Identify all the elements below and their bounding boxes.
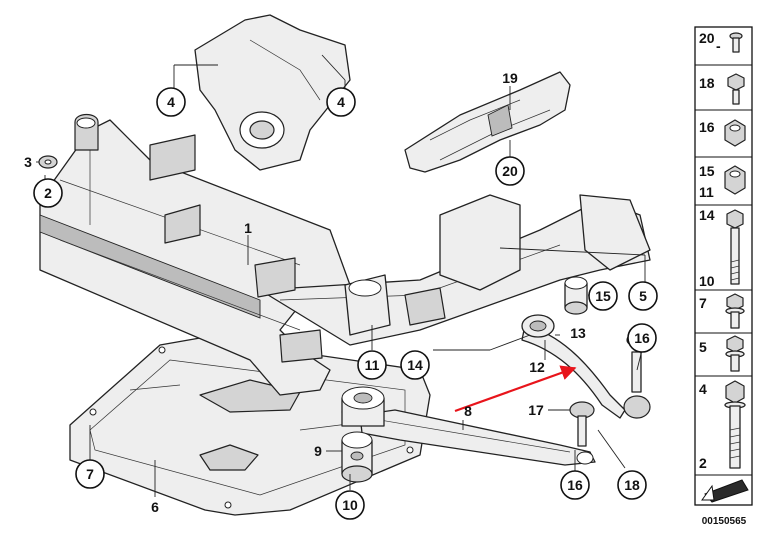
- legend-label-14[interactable]: 14: [699, 207, 715, 223]
- legend-label-4[interactable]: 4: [699, 381, 707, 397]
- label-19[interactable]: 19: [502, 70, 518, 86]
- fastener-legend: 20 - 18 16 15 11 14 10: [694, 26, 753, 506]
- flange-nut-icon: [727, 73, 745, 105]
- legend-label-10[interactable]: 10: [699, 273, 715, 289]
- callout-16-top[interactable]: 16: [627, 323, 657, 353]
- clip-icon: [729, 32, 743, 53]
- svg-text:20: 20: [502, 163, 518, 179]
- svg-text:14: 14: [407, 357, 423, 373]
- control-arm-8: [341, 386, 596, 483]
- legend-label-2[interactable]: 2: [699, 455, 707, 471]
- svg-text:16: 16: [634, 330, 650, 346]
- callout-20-main[interactable]: 20: [495, 156, 525, 186]
- front-axle-carrier: [39, 14, 651, 396]
- label-6[interactable]: 6: [151, 499, 159, 515]
- svg-text:16: 16: [567, 477, 583, 493]
- collar-nut-icon: [724, 165, 746, 195]
- document-number: 00150565: [702, 516, 747, 527]
- svg-text:2: 2: [44, 185, 52, 201]
- legend-label-18[interactable]: 18: [699, 75, 715, 91]
- label-1[interactable]: 1: [244, 220, 252, 236]
- direction-arrow-icon: [701, 479, 749, 503]
- label-3[interactable]: 3: [24, 154, 32, 170]
- legend-label-7[interactable]: 7: [699, 295, 707, 311]
- svg-text:10: 10: [342, 497, 358, 513]
- legend-label-20[interactable]: 20: [699, 30, 715, 46]
- callout-4-left[interactable]: 4: [156, 87, 186, 117]
- svg-text:4: 4: [337, 94, 345, 110]
- callout-4-right[interactable]: 4: [326, 87, 356, 117]
- heat-shield: [404, 71, 571, 173]
- label-17[interactable]: 17: [528, 402, 544, 418]
- callout-15[interactable]: 15: [588, 281, 618, 311]
- label-9[interactable]: 9: [314, 443, 322, 459]
- callout-14[interactable]: 14: [400, 350, 430, 380]
- washer-bolt-icon: [725, 335, 745, 372]
- svg-text:11: 11: [365, 357, 380, 373]
- flange-bolt-icon: [725, 293, 745, 329]
- callout-2[interactable]: 2: [33, 178, 63, 208]
- legend-mark-20: -: [716, 38, 721, 54]
- svg-text:5: 5: [639, 288, 647, 304]
- callouts: 4 4 2 20 15 5 16 11: [24, 70, 658, 520]
- legend-label-15[interactable]: 15: [699, 163, 715, 179]
- legend-label-16[interactable]: 16: [699, 119, 715, 135]
- callout-10[interactable]: 10: [335, 490, 365, 520]
- callout-18[interactable]: 18: [617, 470, 647, 500]
- legend-label-11[interactable]: 11: [699, 184, 714, 200]
- highlight-arrow: [454, 365, 577, 413]
- svg-text:18: 18: [624, 477, 640, 493]
- legend-label-5[interactable]: 5: [699, 339, 707, 355]
- hex-nut-icon: [724, 119, 746, 147]
- svg-text:15: 15: [595, 288, 611, 304]
- label-8[interactable]: 8: [464, 403, 472, 419]
- washer-3: [38, 155, 58, 169]
- callout-16-bottom[interactable]: 16: [560, 470, 590, 500]
- long-bolt-icon: [726, 209, 744, 285]
- svg-text:4: 4: [167, 94, 175, 110]
- svg-text:7: 7: [86, 466, 94, 482]
- label-12[interactable]: 12: [529, 359, 545, 375]
- hex-bolt-icon: [724, 380, 746, 469]
- callout-11[interactable]: 11: [357, 350, 387, 380]
- leader-lines: [36, 54, 646, 497]
- callout-5[interactable]: 5: [628, 281, 658, 311]
- label-13[interactable]: 13: [570, 325, 586, 341]
- callout-7[interactable]: 7: [75, 459, 105, 489]
